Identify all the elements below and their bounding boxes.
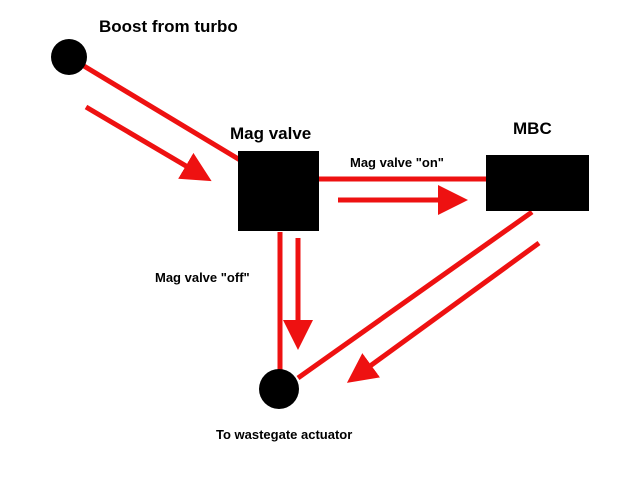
- wastegate-node: [259, 369, 299, 409]
- mbc-label: MBC: [513, 119, 552, 138]
- line-turbo-to-mag-valve: [67, 54, 247, 166]
- boost-from-turbo-label: Boost from turbo: [99, 17, 238, 36]
- boost-source-node: [51, 39, 87, 75]
- mag-valve-box: [238, 151, 319, 231]
- wastegate-label: To wastegate actuator: [216, 427, 352, 442]
- arrow-mbc-to-wastegate: [346, 240, 541, 383]
- mbc-box: [486, 155, 589, 211]
- line-mbc-to-wastegate: [296, 209, 534, 381]
- arrow-turbo-to-mag-valve: [84, 104, 212, 182]
- mag-valve-label: Mag valve: [230, 124, 311, 143]
- mag-valve-on-label: Mag valve "on": [350, 155, 444, 170]
- mag-valve-off-label: Mag valve "off": [155, 270, 250, 285]
